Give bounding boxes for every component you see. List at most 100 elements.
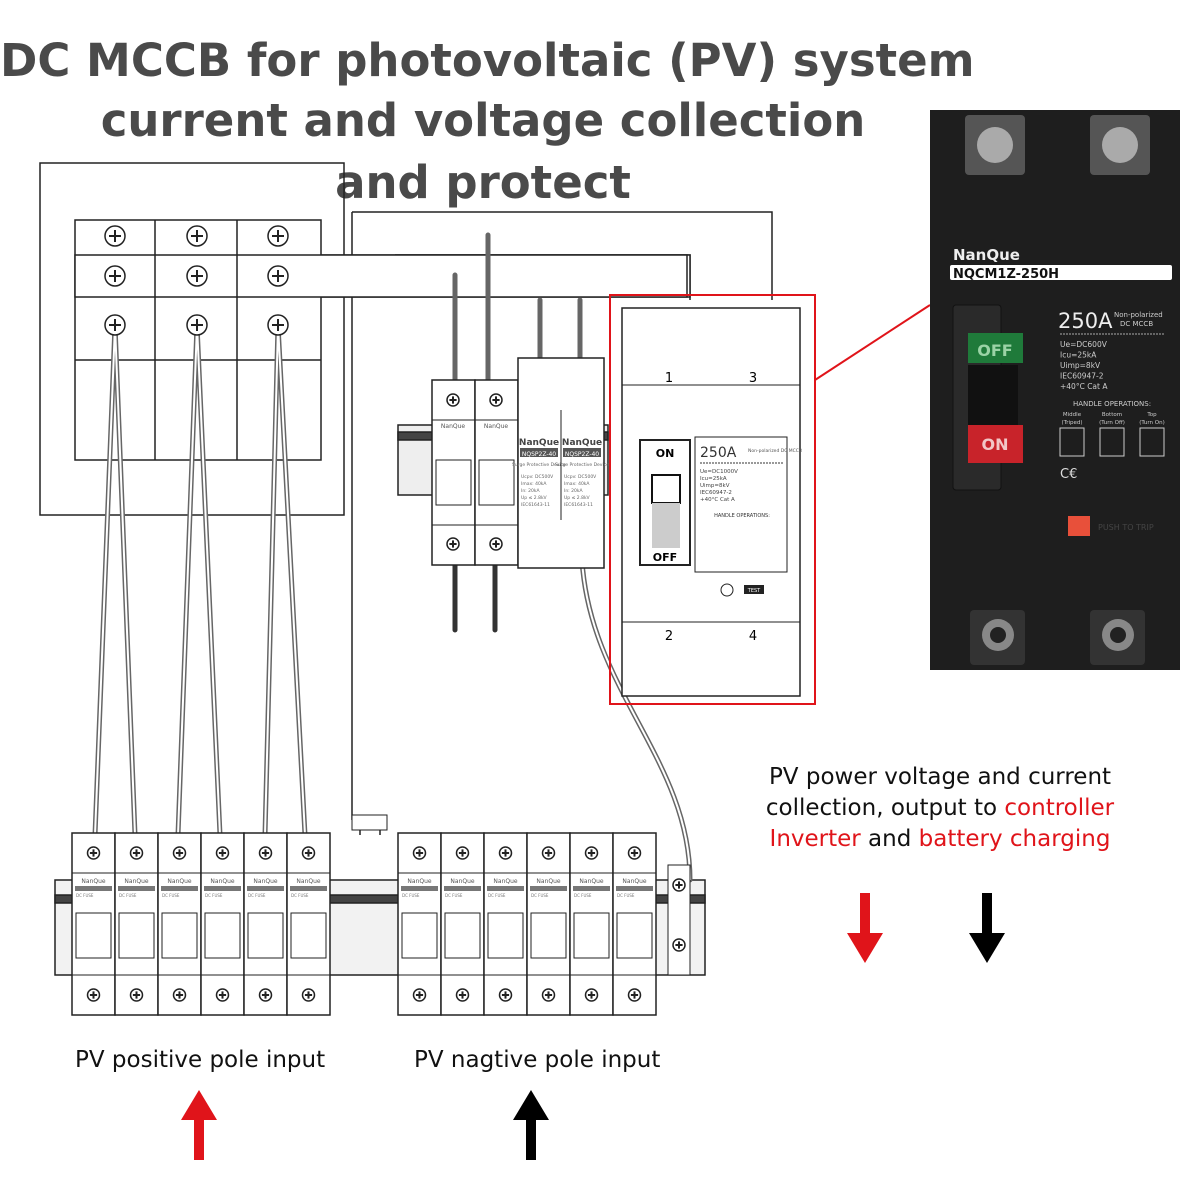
note-battery: battery charging (918, 826, 1111, 852)
terminal-2: 2 (665, 629, 673, 644)
fuse-brand: NanQue (622, 878, 646, 885)
ground-clamp (351, 814, 388, 831)
fuse-handle[interactable] (204, 912, 241, 959)
fuse-positive: NanQue DC FUSE (200, 832, 245, 1016)
note-line-1: PV power voltage and current (768, 764, 1112, 790)
screw-icon (489, 537, 503, 551)
photo-op-pos: Top (1146, 412, 1157, 418)
screw-icon (498, 988, 513, 1002)
fuse-brand: NanQue (536, 878, 560, 885)
fuse-brand: NanQue (493, 878, 517, 885)
photo-off-indicator (968, 333, 1023, 363)
screw-icon (541, 846, 556, 860)
screw-icon (258, 988, 273, 1002)
photo-op-state: (Turn On) (1139, 420, 1165, 426)
fuse-brand: NanQue (124, 878, 148, 885)
fuse-handle[interactable] (118, 912, 155, 959)
mccb-test-button[interactable] (744, 585, 764, 594)
note-controller: controller (1004, 795, 1115, 821)
spd-spec: IEC61643-11 (521, 502, 550, 508)
fuse-brand: NanQue (450, 878, 474, 885)
fuse-spd-side: NanQue (431, 379, 476, 566)
spd-desc-2: Surge Protective Device (555, 462, 609, 468)
photo-off-label: OFF (977, 341, 1012, 360)
screw-icon (301, 988, 316, 1002)
photo-op-state: (Turn Off) (1099, 420, 1125, 426)
photo-rating: 250A (1058, 309, 1113, 333)
mccb-type: Non-polarized DC MCCB (748, 448, 802, 454)
fuse-brand: NanQue (579, 878, 603, 885)
fuse-handle[interactable] (444, 912, 481, 959)
screw-icon (455, 846, 470, 860)
screw-icon (86, 846, 101, 860)
screw-icon (267, 225, 289, 247)
note-line-2-prefix: collection, output to (765, 795, 1005, 821)
mccb-spec: Uimp=8kV (700, 483, 730, 489)
screw-icon (627, 846, 642, 860)
screw-icon (301, 846, 316, 860)
spd-model: NQSP2Z-40 (522, 451, 556, 458)
screw-icon (584, 846, 599, 860)
fuse-handle[interactable] (161, 912, 198, 959)
fuse-brand: NanQue (210, 878, 234, 885)
screw-icon (627, 988, 642, 1002)
fuse-handle[interactable] (290, 912, 327, 959)
fuse-type: DC FUSE (76, 893, 94, 898)
spd-brand-2: NanQue (562, 438, 602, 448)
title-line-1: DC MCCB for photovoltaic (PV) system (0, 34, 975, 87)
fuse-type: DC FUSE (205, 893, 223, 898)
photo-handle[interactable] (968, 365, 1018, 425)
spd-spec: In: 20kA (521, 488, 540, 494)
screw-icon (258, 846, 273, 860)
surge-protective-device: NanQue NanQue NQSP2Z-40 NQSP2Z-40 Surge … (512, 357, 609, 569)
fuse-handle[interactable] (616, 912, 653, 959)
spd-spec: Ucpv: DC500V (521, 474, 554, 480)
photo-spec: IEC60947-2 (1060, 372, 1104, 381)
screw-icon (446, 537, 460, 551)
fuse-handle[interactable] (487, 912, 524, 959)
fuse-handle[interactable] (247, 912, 284, 959)
screw-icon (672, 878, 686, 892)
mccb-test-label: TEST (747, 588, 761, 594)
screw-icon (455, 988, 470, 1002)
label-negative-input: PV nagtive pole input (414, 1047, 661, 1073)
photo-spec: +40°C Cat A (1060, 382, 1108, 391)
mccb-on-label: ON (656, 447, 675, 460)
photo-type-2: DC MCCB (1120, 320, 1153, 328)
screw-icon (186, 265, 208, 287)
photo-model: NQCM1Z-250H (953, 267, 1059, 282)
spd-spec: Up ≤ 2.8kV (564, 495, 591, 501)
photo-spec: Icu=25kA (1060, 351, 1097, 360)
push-to-trip-button[interactable] (1068, 516, 1090, 536)
fuse-handle[interactable] (573, 912, 610, 959)
fuse-handle[interactable] (478, 459, 515, 506)
arrow-down-icon (847, 893, 883, 963)
mccb-spec: IEC60947-2 (700, 490, 732, 496)
screw-icon (104, 225, 126, 247)
screw-icon (215, 988, 230, 1002)
fuse-handle[interactable] (435, 459, 472, 506)
fuse-handle[interactable] (530, 912, 567, 959)
screw-icon (489, 393, 503, 407)
mccb-off-label: OFF (653, 551, 677, 564)
spd-brand: NanQue (519, 438, 559, 448)
callout-line (814, 304, 931, 381)
fuse-handle[interactable] (401, 912, 438, 959)
title-line-3: and protect (335, 156, 631, 209)
fuse-type: DC FUSE (617, 893, 635, 898)
screw-icon (172, 988, 187, 1002)
mccb-spec: Icu=25kA (700, 476, 727, 482)
fuse-handle[interactable] (75, 912, 112, 959)
label-positive-input: PV positive pole input (75, 1047, 326, 1073)
diagram-mccb: ON OFF 250A Non-polarized DC MCCB Ue=DC1… (621, 307, 802, 697)
screw-icon (267, 265, 289, 287)
arrow-down-icon (969, 893, 1005, 963)
